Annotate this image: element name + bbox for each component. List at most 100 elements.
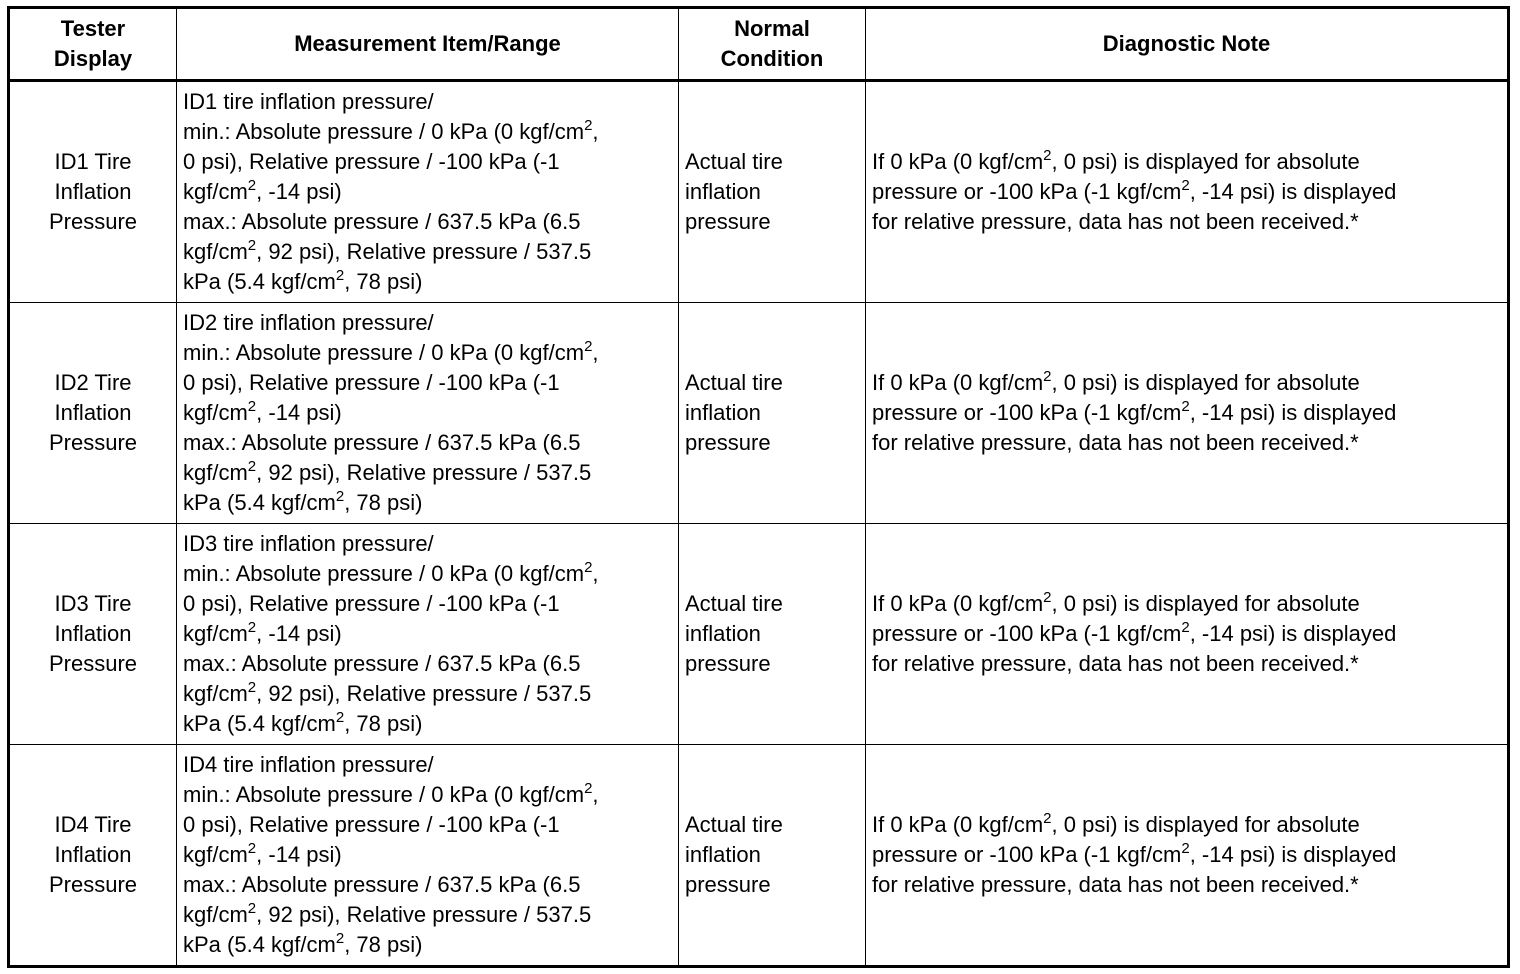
measurement-min-line: min.: Absolute pressure / 0 kPa (0 kgf/c… [183, 338, 674, 368]
normal-condition-line: Actual tire [685, 149, 783, 174]
superscript: 2 [335, 267, 345, 284]
text-span: , 78 psi) [344, 932, 423, 957]
tester-display-line: ID3 Tire [54, 591, 132, 616]
note-line: pressure or -100 kPa (-1 kgf/cm2, -14 ps… [872, 177, 1503, 207]
superscript: 2 [1181, 619, 1190, 636]
superscript: 2 [584, 338, 593, 355]
text-span: , 0 psi) is displayed for absolute [1051, 812, 1360, 837]
superscript: 2 [584, 780, 593, 797]
superscript: 2 [247, 237, 257, 254]
text-span: If 0 kPa (0 kgf/cm [872, 812, 1044, 837]
superscript: 2 [1181, 398, 1190, 415]
measurement-min-line: min.: Absolute pressure / 0 kPa (0 kgf/c… [183, 780, 674, 810]
text-span: min.: Absolute pressure / 0 kPa (0 kgf/c… [183, 119, 585, 144]
superscript: 2 [335, 930, 345, 947]
tester-display-line: ID2 Tire [54, 370, 132, 395]
header-normal-condition: Normal Condition [678, 7, 866, 82]
normal-condition-line: pressure [685, 209, 771, 234]
measurement-max-line: max.: Absolute pressure / 637.5 kPa (6.5 [183, 651, 581, 676]
tester-display-line: Pressure [48, 872, 138, 897]
text-span: , [592, 340, 599, 365]
tester-display-line: Inflation [54, 179, 132, 204]
superscript: 2 [1043, 147, 1052, 164]
tester-display-line: ID1 Tire [54, 149, 132, 174]
text-span: , 0 psi) is displayed for absolute [1051, 149, 1360, 174]
text-span: kgf/cm [183, 179, 248, 204]
tester-display-cell: ID1 Tire Inflation Pressure [8, 80, 177, 303]
measurement-item: ID1 tire inflation pressure/ [183, 89, 434, 114]
header-normal-condition-line-1: Normal [734, 16, 810, 41]
measurement-max-line: max.: Absolute pressure / 637.5 kPa (6.5 [183, 872, 581, 897]
superscript: 2 [584, 559, 593, 576]
note-line: If 0 kPa (0 kgf/cm2, 0 psi) is displayed… [872, 810, 1503, 840]
note-line: pressure or -100 kPa (-1 kgf/cm2, -14 ps… [872, 619, 1503, 649]
measurement-line: kgf/cm2, 92 psi), Relative pressure / 53… [183, 900, 674, 930]
tester-display-line: Inflation [54, 842, 132, 867]
measurement-item: ID2 tire inflation pressure/ [183, 310, 434, 335]
tester-display-line: Inflation [54, 400, 132, 425]
tester-display-cell: ID4 Tire Inflation Pressure [8, 744, 177, 967]
normal-condition-line: Actual tire [685, 812, 783, 837]
normal-condition-line: pressure [685, 430, 771, 455]
text-span: , 0 psi) is displayed for absolute [1051, 370, 1360, 395]
diagnostic-note-cell: If 0 kPa (0 kgf/cm2, 0 psi) is displayed… [865, 80, 1509, 303]
text-span: kgf/cm [183, 902, 248, 927]
text-span: min.: Absolute pressure / 0 kPa (0 kgf/c… [183, 561, 585, 586]
normal-condition-line: inflation [685, 400, 761, 425]
header-tester-display-line-1: Tester [60, 16, 126, 41]
text-span: , -14 psi) [256, 400, 342, 425]
text-span: , -14 psi) is displayed [1189, 179, 1397, 204]
note-line: for relative pressure, data has not been… [872, 872, 1359, 897]
text-span: pressure or -100 kPa (-1 kgf/cm [872, 621, 1182, 646]
measurement-line: kgf/cm2, 92 psi), Relative pressure / 53… [183, 458, 674, 488]
measurement-item: ID3 tire inflation pressure/ [183, 531, 434, 556]
text-span: , -14 psi) is displayed [1189, 621, 1397, 646]
measurement-cell: ID1 tire inflation pressure/ min.: Absol… [176, 80, 679, 303]
measurement-line: kgf/cm2, -14 psi) [183, 619, 674, 649]
measurement-cell: ID3 tire inflation pressure/ min.: Absol… [176, 523, 679, 745]
note-line: for relative pressure, data has not been… [872, 651, 1359, 676]
measurement-line: 0 psi), Relative pressure / -100 kPa (-1 [183, 812, 560, 837]
text-span: kgf/cm [183, 681, 248, 706]
text-span: pressure or -100 kPa (-1 kgf/cm [872, 179, 1182, 204]
text-span: , -14 psi) [256, 842, 342, 867]
text-span: , 92 psi), Relative pressure / 537.5 [256, 460, 592, 485]
tester-display-line: Pressure [48, 651, 138, 676]
text-span: kgf/cm [183, 842, 248, 867]
superscript: 2 [247, 398, 257, 415]
measurement-line: 0 psi), Relative pressure / -100 kPa (-1 [183, 149, 560, 174]
note-line: pressure or -100 kPa (-1 kgf/cm2, -14 ps… [872, 840, 1503, 870]
measurement-min-line: min.: Absolute pressure / 0 kPa (0 kgf/c… [183, 117, 674, 147]
header-measurement: Measurement Item/Range [176, 7, 679, 82]
measurement-min-line: min.: Absolute pressure / 0 kPa (0 kgf/c… [183, 559, 674, 589]
diagnostic-note-cell: If 0 kPa (0 kgf/cm2, 0 psi) is displayed… [865, 744, 1509, 967]
text-span: , 92 psi), Relative pressure / 537.5 [256, 902, 592, 927]
tester-display-line: Pressure [48, 430, 138, 455]
table-row: ID2 Tire Inflation Pressure ID2 tire inf… [8, 302, 1509, 524]
note-line: for relative pressure, data has not been… [872, 209, 1359, 234]
measurement-line: kgf/cm2, -14 psi) [183, 398, 674, 428]
measurement-line: kgf/cm2, 92 psi), Relative pressure / 53… [183, 679, 674, 709]
text-span: , 92 psi), Relative pressure / 537.5 [256, 239, 592, 264]
text-span: kPa (5.4 kgf/cm [183, 490, 336, 515]
text-span: , -14 psi) is displayed [1189, 400, 1397, 425]
superscript: 2 [1043, 589, 1052, 606]
superscript: 2 [1181, 177, 1190, 194]
normal-condition-cell: Actual tire inflation pressure [678, 302, 866, 524]
table-row: ID4 Tire Inflation Pressure ID4 tire inf… [8, 744, 1509, 967]
measurement-line: kPa (5.4 kgf/cm2, 78 psi) [183, 930, 674, 960]
measurement-line: kPa (5.4 kgf/cm2, 78 psi) [183, 488, 674, 518]
superscript: 2 [1043, 368, 1052, 385]
text-span: pressure or -100 kPa (-1 kgf/cm [872, 842, 1182, 867]
superscript: 2 [247, 619, 257, 636]
header-diagnostic-note: Diagnostic Note [865, 7, 1509, 82]
superscript: 2 [335, 488, 345, 505]
measurement-max-line: max.: Absolute pressure / 637.5 kPa (6.5 [183, 430, 581, 455]
tester-display-line: Inflation [54, 621, 132, 646]
measurement-line: kgf/cm2, -14 psi) [183, 177, 674, 207]
text-span: min.: Absolute pressure / 0 kPa (0 kgf/c… [183, 340, 585, 365]
tester-display-cell: ID3 Tire Inflation Pressure [8, 523, 177, 745]
measurement-line: 0 psi), Relative pressure / -100 kPa (-1 [183, 591, 560, 616]
normal-condition-line: inflation [685, 842, 761, 867]
diagnostic-note-cell: If 0 kPa (0 kgf/cm2, 0 psi) is displayed… [865, 523, 1509, 745]
